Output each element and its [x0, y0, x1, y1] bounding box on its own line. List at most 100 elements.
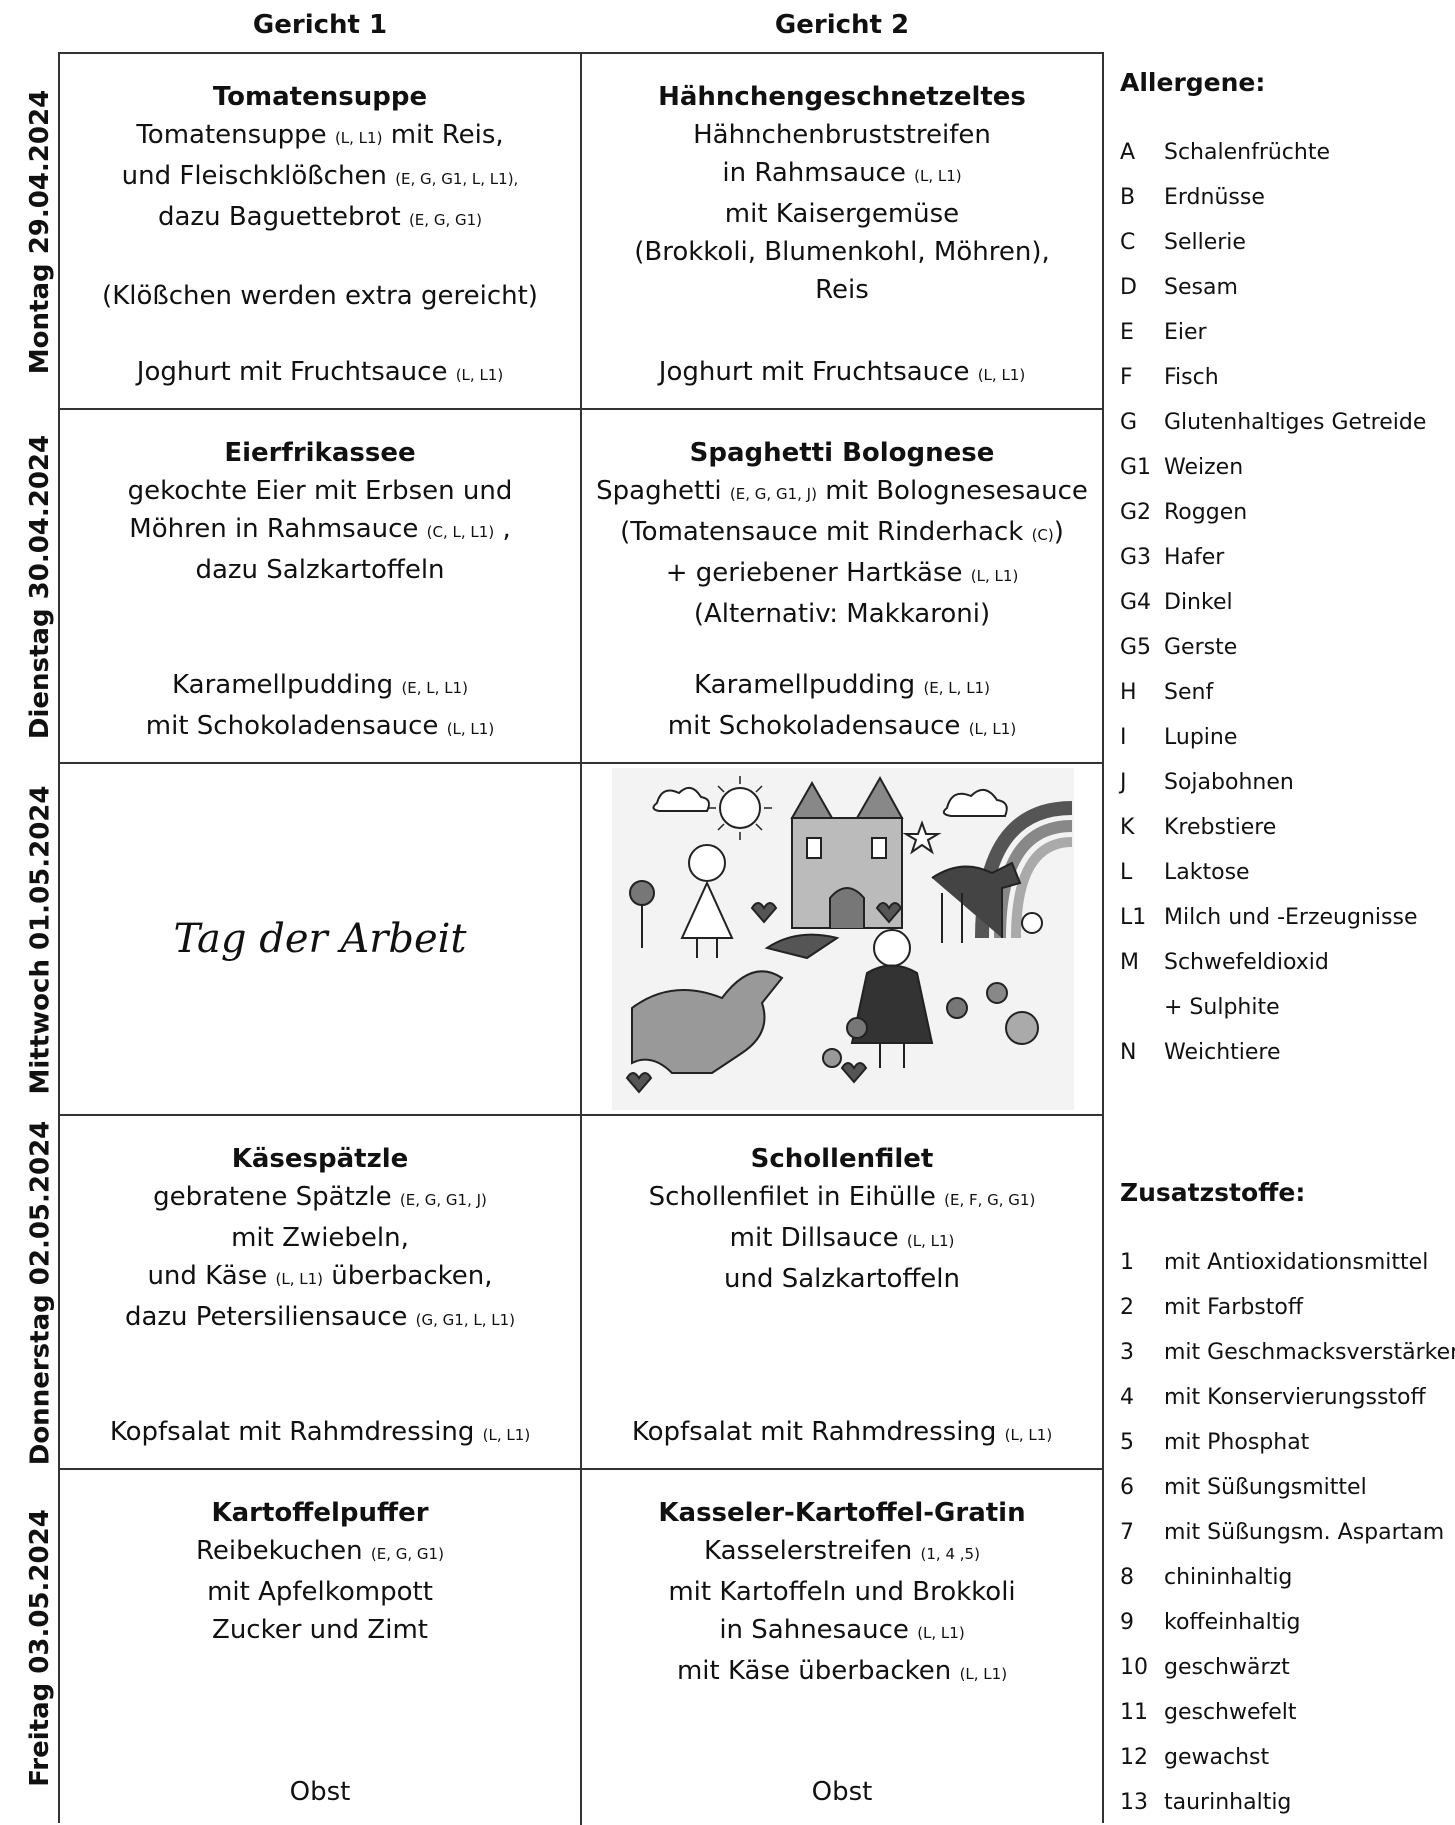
allergen-codes: (L, L1) — [906, 1232, 955, 1250]
dish-line: Obst — [60, 1773, 580, 1811]
dish-line: + geriebener Hartkäse (L, L1) — [582, 554, 1102, 595]
legend-name: Fisch — [1164, 365, 1219, 390]
dish-line: und Käse (L, L1) überbacken, — [60, 1257, 580, 1298]
legend-code: M — [1120, 950, 1139, 975]
allergen-codes: (L, L1) — [914, 167, 962, 185]
dish-line: dazu Salzkartoffeln — [60, 551, 580, 589]
dish-line: und Salzkartoffeln — [582, 1260, 1102, 1298]
dish-line: und Fleischklößchen (E, G, G1, L, L1), — [60, 157, 580, 198]
allergen-codes: (E, G, G1, J) — [399, 1191, 487, 1209]
allergen-codes: (L, L1) — [482, 1426, 531, 1444]
legend-code: 11 — [1120, 1700, 1148, 1725]
legend-code: G2 — [1120, 500, 1152, 525]
legend-name: Gerste — [1164, 635, 1238, 660]
holiday-text: Tag der Arbeit — [173, 916, 467, 962]
dish-line: in Sahnesauce (L, L1) — [582, 1611, 1102, 1652]
dessert: Joghurt mit Fruchtsauce (L, L1) — [60, 353, 580, 394]
dish-line: Reibekuchen (E, G, G1) — [60, 1532, 580, 1573]
day-row: Tag der Arbeit — [60, 764, 1102, 1116]
dessert: Karamellpudding (E, L, L1)mit Schokolade… — [582, 666, 1102, 748]
legend-code: 5 — [1120, 1430, 1134, 1455]
allergen-codes: (L, L1) — [446, 720, 495, 738]
dessert: Kopfsalat mit Rahmdressing (L, L1) — [582, 1413, 1102, 1454]
allergen-item: N Weichtiere — [1120, 1040, 1281, 1065]
legend-name: geschwärzt — [1164, 1655, 1290, 1680]
legend-name: mit Phosphat — [1164, 1430, 1310, 1455]
dish-text: mit Schokoladensauce — [667, 711, 969, 741]
legend-code: 4 — [1120, 1385, 1134, 1410]
dish-line: Kopfsalat mit Rahmdressing (L, L1) — [582, 1413, 1102, 1454]
dish-text: dazu Petersiliensauce — [124, 1302, 416, 1332]
dish-text: Schollenfilet in Eihülle — [648, 1182, 945, 1212]
allergen-codes: (E, G, G1, J) — [729, 485, 817, 503]
dish-line: Kasselerstreifen (1, 4 ,5) — [582, 1532, 1102, 1573]
legend-code: N — [1120, 1040, 1137, 1065]
legend-heading: Allergene: — [1120, 68, 1266, 97]
legend-code: 6 — [1120, 1475, 1134, 1500]
legend-name: Dinkel — [1164, 590, 1233, 615]
dish-text: Obst — [811, 1777, 873, 1807]
dish-text: Karamellpudding — [172, 670, 402, 700]
dish-text: mit Kaisergemüse — [724, 199, 960, 229]
dish-line: mit Käse überbacken (L, L1) — [582, 1652, 1102, 1693]
legend-name: chininhaltig — [1164, 1565, 1293, 1590]
legend-code: D — [1120, 275, 1137, 300]
legend-code: E — [1120, 320, 1134, 345]
legend-code: 12 — [1120, 1745, 1148, 1770]
legend-name: Schwefeldioxid — [1164, 950, 1329, 975]
dish-text: Reibekuchen — [196, 1536, 371, 1566]
dish-text: Spaghetti — [596, 476, 730, 506]
legend-name: Weichtiere — [1164, 1040, 1281, 1065]
dish-text: (Alternativ: Makkaroni) — [693, 599, 991, 629]
dish-line: Hähnchenbruststreifen — [582, 116, 1102, 154]
holiday-cell: Tag der Arbeit — [60, 764, 582, 1114]
allergen-codes: (L, L1) — [959, 1665, 1008, 1683]
dish-line: Spaghetti (E, G, G1, J) mit Bolognesesau… — [582, 472, 1102, 513]
dish-line: Joghurt mit Fruchtsauce (L, L1) — [60, 353, 580, 394]
dish-line: mit Apfelkompott — [60, 1573, 580, 1611]
legend-name: Roggen — [1164, 500, 1248, 525]
dish-text: Möhren in Rahmsauce — [129, 514, 427, 544]
legend-code: J — [1120, 770, 1127, 795]
dish-text: Zucker und Zimt — [212, 1615, 428, 1645]
day-label-text: Mittwoch 01.05.2024 — [25, 785, 56, 1095]
legend-code: I — [1120, 725, 1127, 750]
dish-text: Kasselerstreifen — [704, 1536, 921, 1566]
allergen-codes: (E, L, L1) — [923, 679, 990, 697]
dish-text: mit Kartoffeln und Brokkoli — [668, 1577, 1016, 1607]
dish-text: mit Apfelkompott — [207, 1577, 433, 1607]
dish-text: (Tomatensauce mit Rinderhack — [620, 517, 1032, 547]
allergen-codes: (L, L1) — [1004, 1426, 1053, 1444]
legend-name: Weizen — [1164, 455, 1244, 480]
allergen-codes: (1, 4 ,5) — [920, 1545, 980, 1563]
allergen-codes: (E, G, G1) — [370, 1545, 444, 1563]
dessert: Obst — [60, 1773, 580, 1811]
legend-code: K — [1120, 815, 1135, 840]
dish-text — [316, 243, 324, 273]
legend-code: G — [1120, 410, 1138, 435]
dessert: Karamellpudding (E, L, L1)mit Schokolade… — [60, 666, 580, 748]
legend-code: H — [1120, 680, 1137, 705]
legend-code: L — [1120, 860, 1133, 885]
dish-line: gekochte Eier mit Erbsen und — [60, 472, 580, 510]
legend-code: G5 — [1120, 635, 1152, 660]
dish-text: ) — [1053, 517, 1064, 547]
legend-name: Hafer — [1164, 545, 1225, 570]
dish-text: Joghurt mit Fruchtsauce — [658, 357, 978, 387]
dish-text: Tomatensuppe — [136, 120, 335, 150]
